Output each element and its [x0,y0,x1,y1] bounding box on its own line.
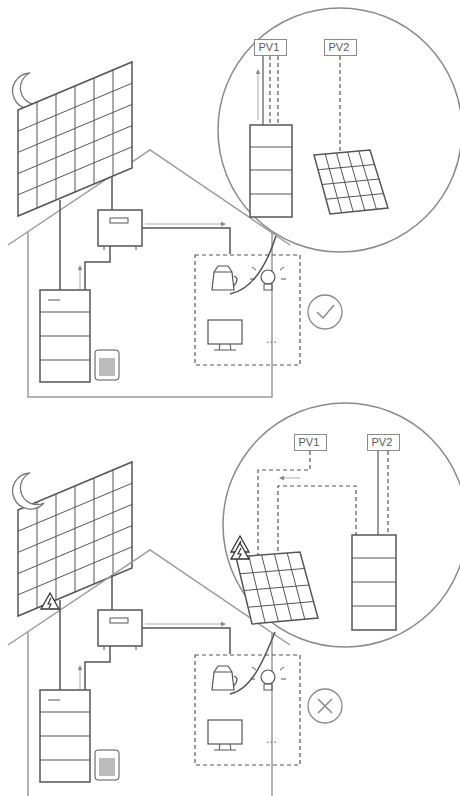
port-label: PV2 [372,436,395,449]
pv-port-box: PV2 [324,39,357,56]
pv-port-box: PV1 [294,434,327,451]
port-label: PV1 [299,436,322,449]
solar-panel [314,150,388,214]
solar-panel [18,62,132,216]
solar-panel [236,552,318,624]
port-label: PV1 [259,41,282,54]
pv-port-box: PV1 [254,39,287,56]
more-loads-mark: ... [266,732,277,746]
solar-panels [236,150,388,624]
port-label: PV2 [329,41,352,54]
pv-port-box: PV2 [367,434,400,451]
more-loads-mark: ... [266,332,277,346]
solar-panel [18,462,132,616]
warning-sign [231,543,249,559]
